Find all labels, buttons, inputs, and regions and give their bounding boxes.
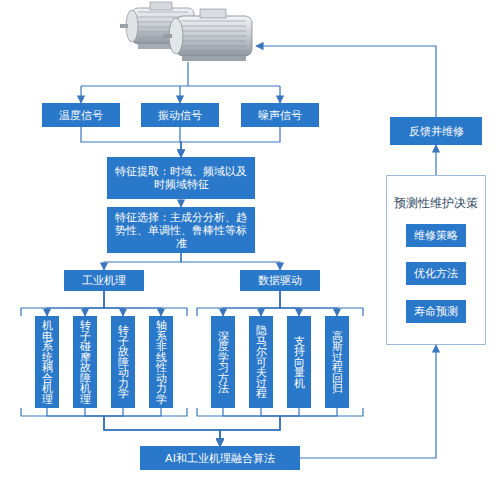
node-label: 转子故障动力学	[117, 325, 129, 399]
signal-box: 噪声信号	[241, 103, 319, 127]
signal-wire	[179, 86, 180, 103]
flow-arrow	[104, 408, 220, 446]
node-label: 深度学习方法	[217, 331, 229, 394]
motor-end-cap	[126, 10, 138, 42]
signal-wire	[81, 85, 280, 86]
node-label: 特征选择：主成分分析、趋势性、单调性、鲁棒性等标准	[112, 211, 250, 250]
flow-arrow	[220, 408, 299, 446]
node-label: 轴系非线性动力学	[155, 320, 167, 404]
method-box: 隐马尔可夫过程	[249, 316, 273, 408]
flow-arrow	[180, 199, 181, 207]
motor-foot	[138, 44, 188, 49]
method-box: 深度学习方法	[211, 316, 235, 408]
node-label: 振动信号	[158, 109, 202, 122]
decision-panel: 预测性维护决策维修策略优化方法寿命预测	[386, 175, 486, 345]
signal-wire	[279, 86, 280, 103]
motor-fins	[182, 21, 246, 51]
node-label: 工业机理	[82, 274, 126, 287]
flow-arrow	[220, 408, 337, 446]
motor-end-cap	[169, 18, 183, 54]
strategy-box: 维修策略	[406, 224, 466, 247]
node-label: 寿命预测	[414, 305, 458, 318]
node-label: 隐马尔可夫过程	[255, 325, 267, 399]
motor-foot	[182, 56, 246, 61]
node-label: 噪声信号	[258, 109, 302, 122]
signal-wire	[80, 86, 81, 103]
flow-arrow	[47, 408, 220, 446]
flow-arrow	[47, 291, 104, 316]
flow-arrow	[435, 145, 436, 175]
node-label: 反馈并维修	[409, 125, 464, 138]
node-label: 数据驱动	[258, 274, 302, 287]
motor-shaft	[120, 24, 128, 28]
method-box: 转子故障动力学	[111, 316, 135, 408]
motor-body	[176, 16, 252, 56]
flow-arrow	[104, 291, 161, 316]
method-box: 高斯过程回归	[325, 316, 349, 408]
flow-arrow	[223, 291, 280, 316]
flow-arrow	[261, 291, 280, 316]
node-label: 转子碰摩故障机理	[79, 320, 91, 404]
signal-wire	[187, 62, 188, 86]
node-label: 预测性维护决策	[387, 176, 485, 210]
flow-arrow	[104, 253, 181, 270]
node-label: AI和工业机理融合算法	[165, 452, 275, 465]
flow-arrow	[280, 291, 337, 316]
method-box: 机电系统耦合机理	[35, 316, 59, 408]
node-label: 特征提取：时域、频域以及时频域特征	[112, 165, 250, 191]
process-box: 特征选择：主成分分析、趋势性、单调性、鲁棒性等标准	[107, 207, 255, 253]
strategy-box: 寿命预测	[406, 300, 466, 323]
node-label: 支持向量机	[293, 336, 305, 389]
node-label: 维修策略	[414, 229, 458, 242]
strategy-box: 优化方法	[406, 262, 466, 285]
terminal-box	[150, 2, 172, 10]
flow-arrow	[220, 408, 280, 446]
method-box: 转子碰摩故障机理	[73, 316, 97, 408]
flow-arrow	[181, 253, 280, 270]
flow-arrow	[85, 291, 104, 316]
node-label: 机电系统耦合机理	[41, 320, 53, 404]
feedback-box: 反馈并维修	[390, 117, 482, 145]
flow-arrow	[104, 408, 220, 446]
motor-illustration	[120, 2, 252, 61]
flow-arrow	[181, 127, 280, 157]
method-box: 支持向量机	[287, 316, 311, 408]
group-bracket	[21, 308, 187, 416]
flow-arrow	[180, 127, 181, 157]
flow-arrow	[220, 408, 280, 446]
terminal-box	[200, 9, 226, 18]
flow-arrow	[85, 408, 220, 446]
node-label: 温度信号	[59, 109, 103, 122]
flow-arrow	[280, 291, 299, 316]
category-box: 工业机理	[64, 270, 144, 291]
flow-arrow	[81, 127, 181, 157]
category-box: 数据驱动	[240, 270, 320, 291]
motor-shaft	[163, 34, 172, 38]
process-box: 特征提取：时域、频域以及时频域特征	[107, 157, 255, 199]
method-box: 轴系非线性动力学	[149, 316, 173, 408]
motor-body	[132, 8, 194, 44]
flow-arrow	[300, 345, 436, 458]
fusion-box: AI和工业机理融合算法	[140, 446, 300, 470]
motor-fins	[138, 12, 188, 37]
node-label: 高斯过程回归	[331, 331, 343, 394]
flow-arrow	[104, 291, 123, 316]
node-label: 优化方法	[414, 267, 458, 280]
signal-box: 温度信号	[42, 103, 120, 127]
signal-box: 振动信号	[141, 103, 219, 127]
group-bracket	[197, 308, 363, 416]
